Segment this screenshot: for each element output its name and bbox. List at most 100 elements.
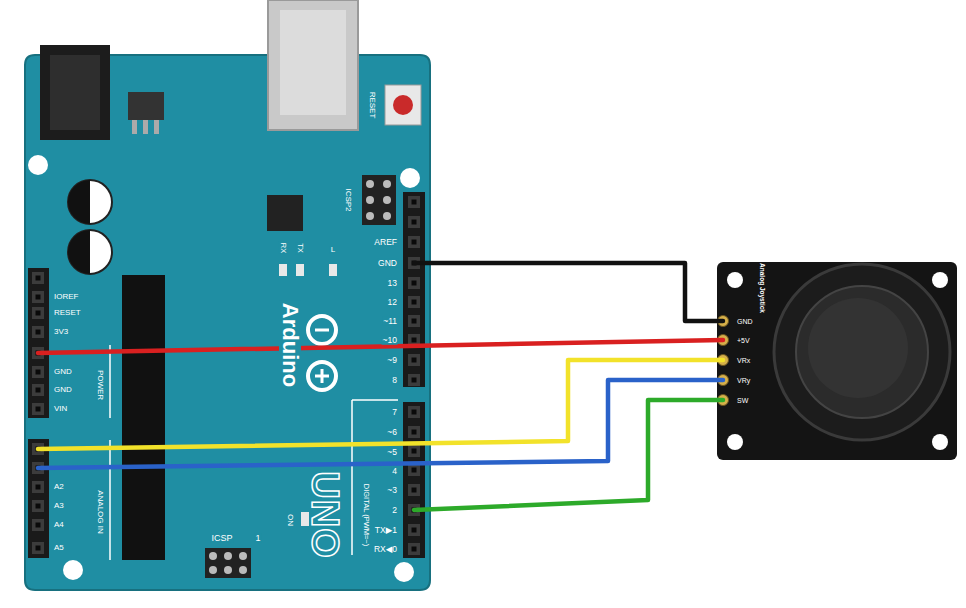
pin-hole bbox=[412, 338, 417, 343]
pin-hole bbox=[412, 240, 417, 245]
mounting-hole bbox=[394, 562, 414, 582]
gnd-wire bbox=[414, 263, 723, 321]
logo-minus-ring bbox=[308, 316, 336, 344]
usb-port bbox=[268, 0, 358, 130]
pin-name: 3V3 bbox=[53, 328, 69, 336]
pin-name: ~9 bbox=[386, 356, 398, 365]
icsp-pin bbox=[224, 566, 232, 574]
board-marking: 1 bbox=[254, 534, 261, 543]
header-group-label: POWER bbox=[96, 369, 104, 401]
icsp2-pin bbox=[383, 212, 391, 220]
icsp2-pin bbox=[366, 180, 374, 188]
pin-hole bbox=[412, 449, 417, 454]
vrx-wire bbox=[38, 360, 723, 449]
pin-hole bbox=[412, 281, 417, 286]
icsp2-pin bbox=[366, 212, 374, 220]
silkscreen-line bbox=[109, 440, 111, 560]
regulator-leg bbox=[132, 120, 137, 134]
pin-socket bbox=[408, 296, 420, 308]
pin-socket bbox=[408, 374, 420, 386]
joystick-pin-name: SW bbox=[736, 397, 749, 404]
pin-socket bbox=[408, 524, 420, 536]
pin-hole bbox=[412, 200, 417, 205]
pin-socket bbox=[32, 326, 44, 338]
pin-hole bbox=[36, 276, 41, 281]
pin-hole bbox=[36, 485, 41, 490]
pin-socket bbox=[408, 236, 420, 248]
board-logo-text: Arduino bbox=[279, 301, 301, 389]
pin-name: 8 bbox=[391, 376, 398, 385]
pin-name: 7 bbox=[391, 408, 398, 417]
pin-name: RESET bbox=[53, 309, 82, 317]
icsp2-pin bbox=[383, 180, 391, 188]
digital-header-upper bbox=[403, 192, 425, 387]
icsp-pin bbox=[239, 566, 247, 574]
pin-name: AREF bbox=[373, 238, 398, 247]
pin-socket bbox=[32, 272, 44, 284]
pin-name: RX◀0 bbox=[373, 545, 398, 554]
logo-plus-ring bbox=[308, 362, 336, 390]
icsp2-header bbox=[362, 175, 396, 225]
pin-socket bbox=[408, 277, 420, 289]
pin-hole bbox=[412, 528, 417, 533]
logo-plus bbox=[321, 369, 324, 383]
power-wire bbox=[38, 340, 723, 353]
pin-socket bbox=[408, 216, 420, 228]
pin-socket bbox=[408, 406, 420, 418]
joystick-module: Analog Joystick bbox=[717, 262, 957, 460]
pin-socket bbox=[32, 519, 44, 531]
pin-hole bbox=[412, 468, 417, 473]
joystick-cap bbox=[796, 286, 928, 418]
pin-name: A5 bbox=[53, 544, 65, 552]
pin-hole bbox=[412, 488, 417, 493]
icsp-header bbox=[205, 548, 251, 578]
power-jack-inner bbox=[50, 55, 100, 130]
joystick-board bbox=[717, 262, 957, 460]
switch-wire bbox=[414, 400, 723, 510]
power-header bbox=[28, 268, 49, 418]
icsp-pin bbox=[224, 552, 232, 560]
capacitor bbox=[68, 180, 112, 224]
pin-socket bbox=[32, 500, 44, 512]
pin-hole bbox=[36, 546, 41, 551]
usb-port-inner bbox=[280, 10, 346, 115]
capacitor bbox=[68, 230, 112, 274]
joystick-pin-name: +5V bbox=[736, 337, 751, 344]
regulator-leg bbox=[143, 120, 148, 134]
l-led bbox=[329, 264, 337, 276]
joystick-pin-name: VRy bbox=[736, 377, 751, 384]
voltage-regulator bbox=[128, 92, 164, 120]
pin-name: ~6 bbox=[386, 428, 398, 437]
module-title: Analog Joystick bbox=[759, 263, 766, 313]
mounting-hole bbox=[932, 272, 948, 288]
pin-hole bbox=[36, 504, 41, 509]
pin-socket bbox=[408, 543, 420, 555]
pin-name: ~10 bbox=[382, 336, 398, 345]
pin-hole bbox=[412, 430, 417, 435]
vry-wire bbox=[38, 380, 723, 468]
pin-socket bbox=[408, 315, 420, 327]
microcontroller-chip bbox=[122, 275, 165, 560]
pin-hole bbox=[412, 300, 417, 305]
pin-name: A3 bbox=[53, 502, 65, 510]
led-label: RX bbox=[279, 242, 287, 254]
pin-name: A2 bbox=[53, 483, 65, 491]
board-marking: ON bbox=[286, 513, 294, 527]
pin-name: ~5 bbox=[386, 448, 398, 457]
pin-socket bbox=[32, 384, 44, 396]
header-label: ICSP2 bbox=[344, 187, 352, 212]
pin-socket bbox=[32, 291, 44, 303]
pin-name: IOREF bbox=[53, 293, 79, 301]
pin-name: ~11 bbox=[382, 317, 398, 326]
mounting-hole bbox=[28, 155, 48, 175]
tx-led bbox=[296, 264, 304, 276]
mounting-hole bbox=[932, 434, 948, 450]
mounting-hole bbox=[727, 272, 743, 288]
pin-hole bbox=[36, 370, 41, 375]
mounting-hole bbox=[63, 560, 83, 580]
pin-name: TX▶1 bbox=[374, 526, 398, 535]
icsp-pin bbox=[209, 552, 217, 560]
pin-name: A4 bbox=[53, 521, 65, 529]
pin-socket bbox=[32, 403, 44, 415]
